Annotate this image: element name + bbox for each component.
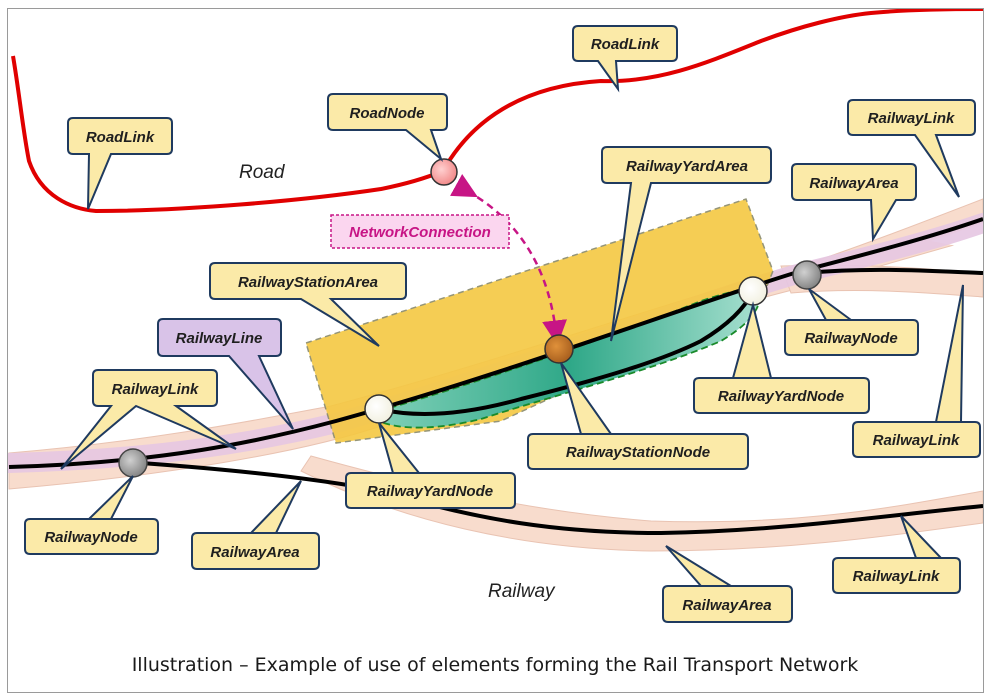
network-connection-arrow [450, 174, 568, 346]
callout-text: RailwayLink [853, 568, 940, 585]
callout-text: RailwayStationNode [566, 444, 710, 461]
callout-text: RoadNode [350, 105, 425, 122]
callout-text: RailwayYardNode [367, 483, 493, 500]
railway-track-branch [140, 461, 983, 536]
railway-track-right-branch [805, 267, 983, 275]
callout-railwayyardarea: RailwayYardArea [601, 146, 772, 342]
railway-track-yard [378, 290, 755, 416]
callout-text: RailwayLink [112, 381, 199, 398]
callout-roadlink-left: RoadLink [67, 117, 173, 210]
callout-text: RailwayStationArea [238, 274, 378, 291]
railway-area-lower [300, 455, 983, 552]
callout-text: RailwayArea [809, 175, 898, 192]
callout-railwayyardnode-left: RailwayYardNode [345, 422, 516, 509]
callout-text: RailwayYardNode [718, 388, 844, 405]
callout-text: RailwayLink [873, 432, 960, 449]
callout-roadlink-top: RoadLink [572, 25, 678, 93]
railway-yard-node-right [738, 276, 768, 306]
road-label: Road [239, 162, 286, 183]
callout-text: NetworkConnection [349, 224, 491, 241]
callout-railwaylink-left: RailwayLink [60, 369, 237, 470]
callout-text: RailwayNode [44, 529, 137, 546]
road-node [430, 158, 458, 186]
railway-label: Railway [488, 581, 556, 602]
callout-railwayarea-bottom: RailwayArea [662, 545, 793, 623]
callout-roadnode: RoadNode [327, 93, 448, 163]
callout-railwaystationarea: RailwayStationArea [209, 262, 407, 347]
railway-track-main [8, 217, 983, 469]
callout-text: RailwayLink [868, 110, 955, 127]
callout-railwayline: RailwayLine [157, 318, 294, 430]
callout-text: RoadLink [591, 36, 660, 53]
railway-yard-node-left [364, 394, 394, 424]
diagram-frame: Road Railway RoadLink RoadLink RoadNode … [7, 8, 984, 693]
callout-text: RailwayLine [176, 330, 263, 347]
callout-text: RailwayNode [804, 330, 897, 347]
callout-text: RailwayArea [210, 544, 299, 561]
callout-railwaynode-left: RailwayNode [24, 475, 159, 555]
callout-text: RailwayArea [682, 597, 771, 614]
railway-node-left [118, 448, 148, 478]
callout-railwayyardnode-right: RailwayYardNode [693, 301, 870, 414]
figure-caption: Illustration – Example of use of element… [131, 654, 859, 676]
railway-station-node [544, 334, 574, 364]
callout-railwaylink-bottom-right: RailwayLink [832, 515, 961, 594]
callout-railwayarea-left: RailwayArea [191, 480, 320, 570]
rail-network-diagram: Road Railway RoadLink RoadLink RoadNode … [8, 9, 983, 623]
callout-network-connection: NetworkConnection [330, 214, 510, 249]
callout-text: RailwayYardArea [626, 158, 748, 175]
callout-railwaylink-top-right: RailwayLink [847, 99, 976, 198]
railway-node-right [792, 260, 822, 290]
callout-text: RoadLink [86, 129, 155, 146]
callout-railwaylink-right: RailwayLink [852, 284, 981, 458]
callout-railwaynode-right: RailwayNode [784, 288, 919, 356]
callout-railwayarea-top: RailwayArea [791, 163, 917, 243]
callout-railwaystationnode: RailwayStationNode [527, 362, 749, 470]
